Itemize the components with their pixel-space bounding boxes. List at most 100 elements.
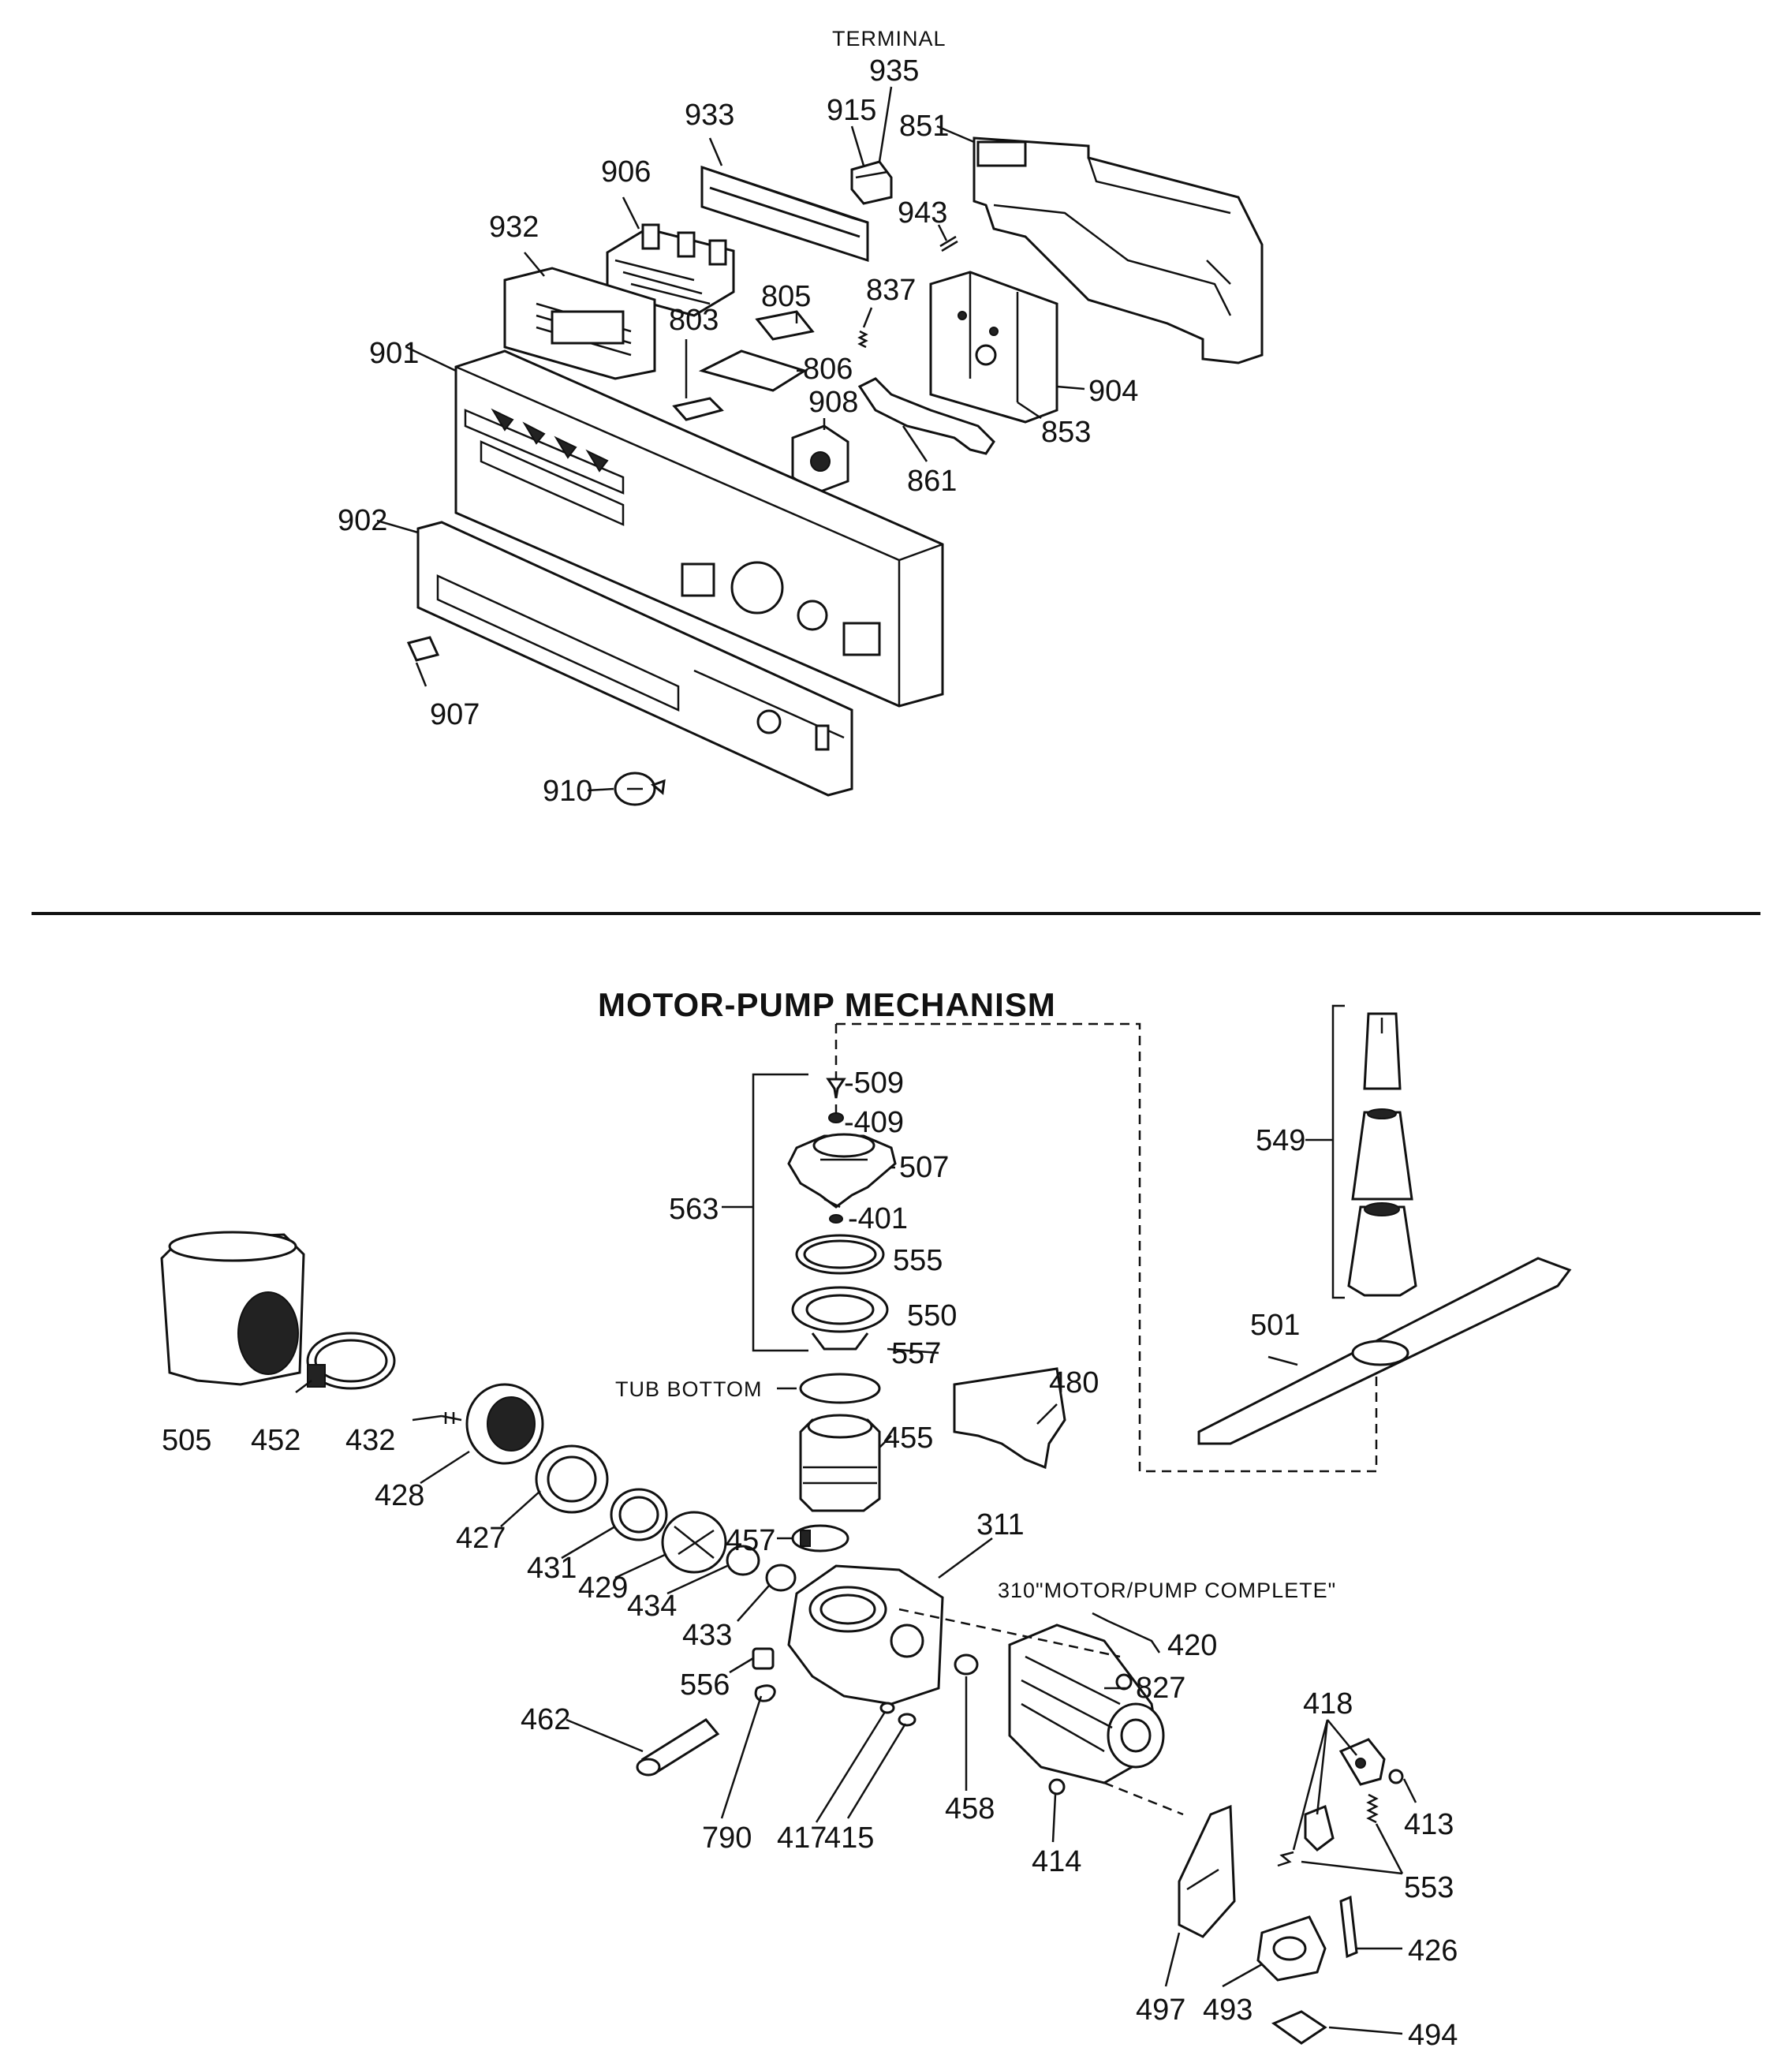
part-455-housing [799, 1414, 881, 1512]
part-432-screw [441, 1412, 462, 1424]
label-943: 943 [898, 196, 947, 230]
caption-motor-pump-complete: 310"MOTOR/PUMP COMPLETE" [998, 1579, 1336, 1602]
label-803: 803 [669, 304, 719, 337]
label-827: 827 [1136, 1672, 1185, 1705]
label-493: 493 [1203, 1993, 1253, 2027]
label-932: 932 [489, 211, 539, 244]
part-805-clip [755, 310, 815, 341]
part-827-screw [1115, 1673, 1133, 1691]
motor-pump-section: MOTOR-PUMP MECHANISM TUB BOTTOM [160, 986, 1572, 2052]
label-555: 555 [893, 1244, 943, 1277]
part-549-spray-tower [1347, 1012, 1417, 1297]
part-418-bracket [1338, 1738, 1386, 1786]
label-462: 462 [521, 1703, 570, 1736]
part-311-pump-housing [787, 1564, 944, 1706]
part-904-timer [929, 271, 1058, 424]
part-497-mount-bracket [1178, 1804, 1236, 1938]
section-title: MOTOR-PUMP MECHANISM [598, 986, 1056, 1023]
label-861: 861 [907, 465, 957, 498]
label-910: 910 [543, 775, 592, 808]
label-907: 907 [430, 698, 480, 731]
label-902: 902 [338, 504, 387, 537]
bracket-549 [1331, 1004, 1345, 1299]
label-401: -401 [848, 1202, 908, 1235]
part-428-filter [465, 1383, 544, 1465]
label-906: 906 [601, 155, 651, 189]
part-553-spring-b [1366, 1793, 1379, 1824]
label-935: 935 [869, 54, 919, 88]
label-549: 549 [1256, 1124, 1305, 1157]
caption-tub-bottom: TUB BOTTOM [615, 1377, 763, 1401]
part-494-pad [1271, 2010, 1327, 2045]
part-434-cap [726, 1545, 760, 1576]
part-418-latch [1304, 1804, 1335, 1851]
label-790: 790 [702, 1822, 752, 1855]
label-415: 415 [824, 1822, 874, 1855]
part-415-nut [898, 1713, 917, 1727]
part-501-spray-arm [1197, 1257, 1572, 1445]
label-501: 501 [1250, 1309, 1300, 1342]
part-933-cover-plate [700, 165, 869, 263]
part-413-clip [1388, 1769, 1404, 1784]
label-563: 563 [669, 1193, 719, 1226]
part-910-knob [614, 772, 666, 806]
part-550-seal [791, 1286, 889, 1351]
control-panel-section: TERMINAL [338, 27, 1264, 808]
lower-leader-lines [295, 1166, 1417, 2035]
part-452-hose-clamp [306, 1332, 396, 1390]
label-553: 553 [1404, 1871, 1454, 1904]
label-933: 933 [685, 99, 734, 132]
label-427: 427 [456, 1522, 506, 1555]
part-433-cap [765, 1564, 797, 1592]
label-901: 901 [369, 337, 419, 370]
part-851-duct-bracket [973, 136, 1264, 364]
part-417-washer [879, 1702, 895, 1714]
label-433: 433 [682, 1619, 732, 1652]
label-457: 457 [726, 1524, 775, 1557]
part-505-inlet-duct [160, 1231, 305, 1386]
label-805: 805 [761, 280, 811, 313]
label-431: 431 [527, 1552, 577, 1585]
label-429: 429 [578, 1571, 628, 1605]
tub-bottom-ring [799, 1373, 881, 1404]
part-409-washer [828, 1112, 844, 1123]
label-557: 557 [891, 1337, 941, 1370]
part-429-impeller [661, 1511, 727, 1574]
label-414: 414 [1032, 1845, 1081, 1878]
label-556: 556 [680, 1668, 730, 1702]
label-509: -509 [844, 1067, 904, 1100]
part-457-clamp [791, 1524, 849, 1552]
part-790-clip [754, 1684, 776, 1702]
label-452: 452 [251, 1424, 301, 1457]
label-420: 420 [1167, 1629, 1217, 1662]
part-426-pin [1339, 1895, 1358, 1959]
label-507: 507 [899, 1151, 949, 1184]
label-455: 455 [883, 1422, 933, 1455]
part-943-spring-clip [939, 235, 958, 252]
part-420-wire [1092, 1612, 1161, 1653]
label-413: 413 [1404, 1808, 1454, 1841]
part-480-shield [953, 1367, 1066, 1470]
label-409: -409 [844, 1106, 904, 1139]
part-553-spring-a [1277, 1851, 1294, 1867]
label-550: 550 [907, 1299, 957, 1332]
part-803-switch [672, 397, 724, 421]
label-908: 908 [808, 386, 858, 419]
label-497: 497 [1136, 1993, 1185, 2027]
label-851: 851 [899, 110, 949, 143]
label-915: 915 [827, 94, 876, 127]
label-417: 417 [777, 1822, 827, 1855]
label-432: 432 [345, 1424, 395, 1457]
label-311: 311 [976, 1508, 1025, 1541]
part-907-button [406, 636, 440, 662]
caption-terminal: TERMINAL [832, 27, 946, 50]
label-458: 458 [945, 1792, 995, 1825]
label-428: 428 [375, 1479, 424, 1512]
label-434: 434 [627, 1590, 677, 1623]
part-556-plug [752, 1647, 775, 1670]
part-901-console-housing [454, 349, 944, 708]
label-480: 480 [1049, 1366, 1099, 1399]
label-418: 418 [1303, 1687, 1353, 1721]
part-509-screw [826, 1078, 846, 1099]
